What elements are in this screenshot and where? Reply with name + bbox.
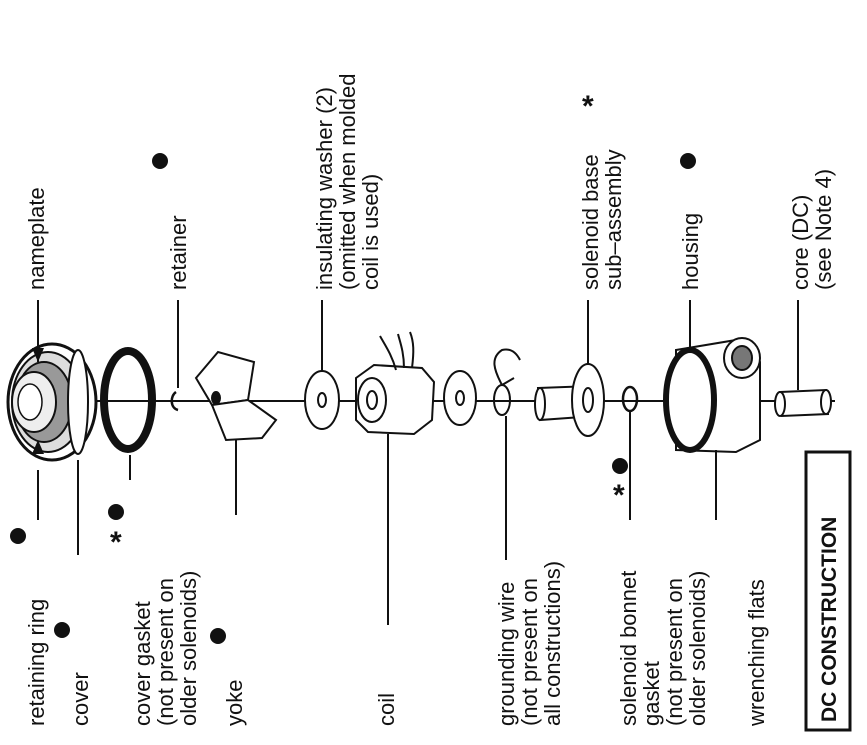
label-solenoid-bonnet-gasket: solenoid bonnet gasket (not present on o… bbox=[616, 565, 710, 726]
retainer-drawing bbox=[170, 390, 179, 412]
label-wrenching-flats: wrenching flats bbox=[744, 579, 769, 727]
asterisk-bonnet-gasket: * bbox=[613, 479, 625, 512]
grounding-wire-drawing bbox=[493, 348, 521, 416]
label-insulating-washer: insulating washer (2) (omitted when mold… bbox=[312, 67, 383, 290]
label-grounding-wire: grounding wire (not present on all const… bbox=[494, 561, 565, 726]
lower-labels: retaining ring cover cover gasket (not p… bbox=[24, 561, 769, 727]
coil-drawing bbox=[355, 331, 436, 436]
label-housing: housing bbox=[678, 213, 703, 290]
solenoid-base-drawing bbox=[534, 363, 605, 437]
dot-bonnet-gasket bbox=[612, 458, 628, 474]
dot-cover bbox=[54, 622, 70, 638]
label-cover-gasket: cover gasket (not present on older solen… bbox=[130, 571, 201, 726]
title-box: DC CONSTRUCTION bbox=[804, 450, 852, 732]
leader-lines bbox=[37, 300, 799, 625]
core-drawing bbox=[774, 388, 832, 418]
marker-dots bbox=[10, 153, 696, 644]
yoke-drawing bbox=[194, 350, 278, 442]
label-retainer: retainer bbox=[166, 215, 191, 290]
housing-drawing bbox=[663, 337, 761, 454]
label-cover: cover bbox=[68, 672, 93, 726]
nameplate-arrows bbox=[32, 348, 44, 454]
dot-cover-gasket bbox=[108, 504, 124, 520]
label-yoke: yoke bbox=[222, 680, 247, 726]
insulating-washer-drawing bbox=[304, 370, 340, 430]
asterisk-cover-gasket: * bbox=[110, 526, 122, 559]
bonnet-gasket-drawing bbox=[621, 385, 639, 413]
dot-housing bbox=[680, 153, 696, 169]
label-coil: coil bbox=[374, 693, 399, 726]
label-core: core (DC) (see Note 4) bbox=[788, 169, 836, 290]
dot-yoke bbox=[210, 628, 226, 644]
dot-retaining-ring bbox=[10, 528, 26, 544]
label-nameplate: nameplate bbox=[24, 187, 49, 290]
cover-gasket-drawing bbox=[100, 347, 156, 453]
insulating-washer-2-drawing bbox=[443, 370, 477, 426]
label-retaining-ring: retaining ring bbox=[24, 599, 49, 726]
asterisk-solenoid-base: * bbox=[582, 90, 594, 123]
asterisk-markers: * * * bbox=[110, 90, 625, 559]
dot-retainer bbox=[152, 153, 168, 169]
label-solenoid-base: solenoid base sub–assembly bbox=[578, 148, 626, 290]
diagram-title: DC CONSTRUCTION bbox=[818, 517, 841, 722]
cover-assembly-drawing bbox=[6, 342, 98, 462]
upper-labels: nameplate retainer insulating washer (2)… bbox=[24, 67, 836, 290]
